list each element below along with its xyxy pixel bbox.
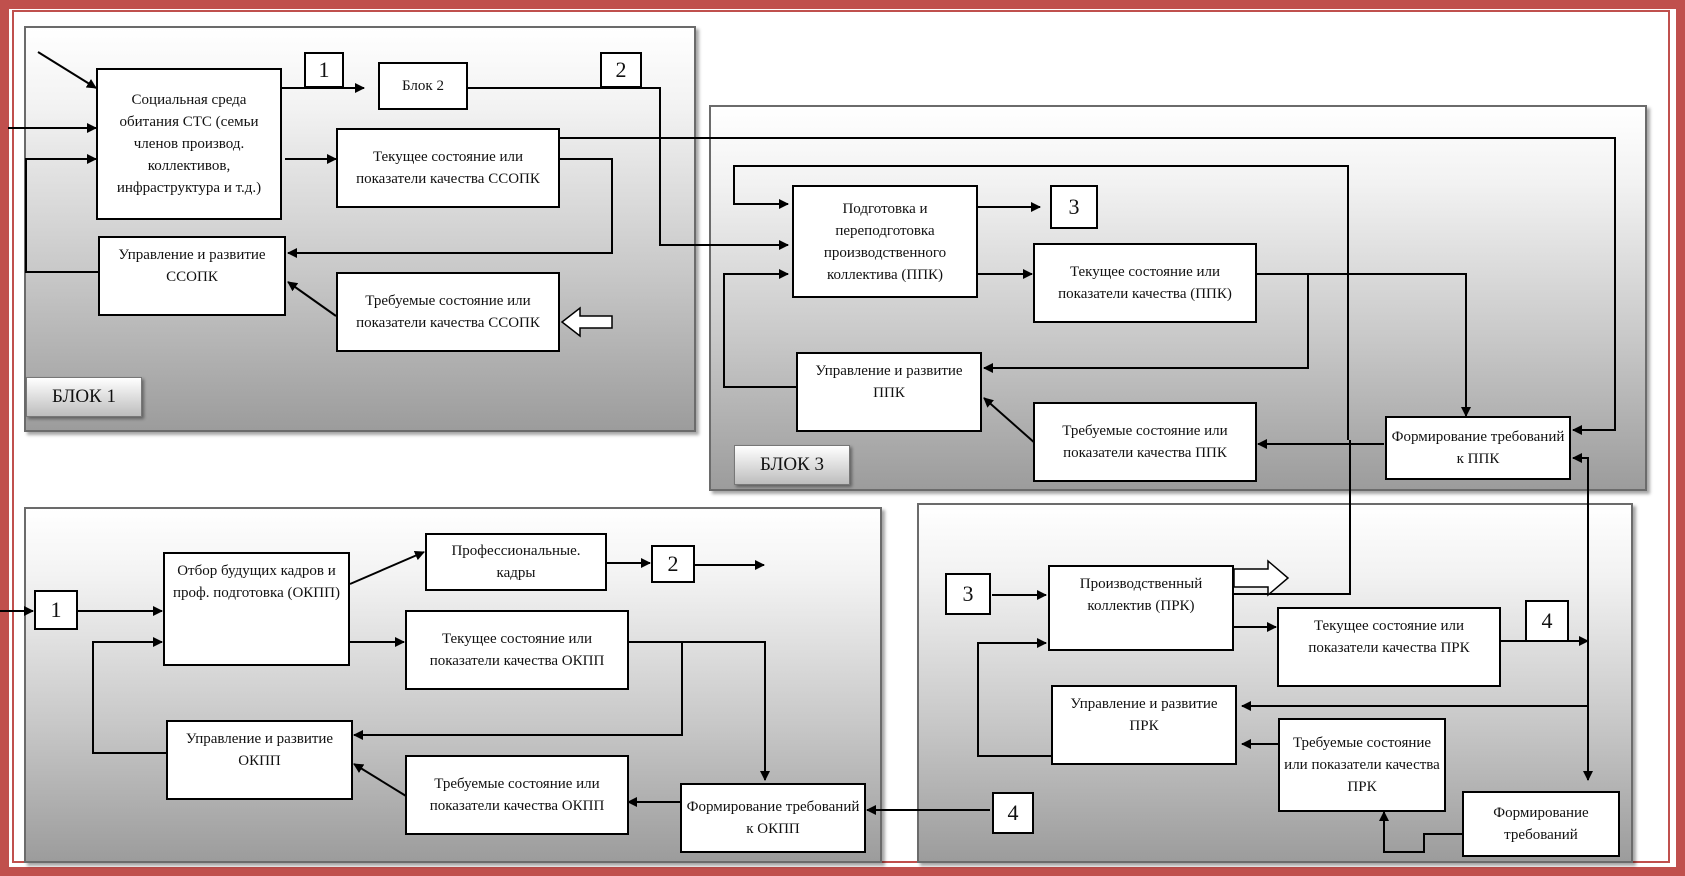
connector-3-prk: 3 bbox=[945, 573, 991, 615]
connector-4-okpp: 4 bbox=[992, 792, 1034, 834]
management-ssopk-box: Управление и развитие ССОПК bbox=[98, 236, 286, 316]
connector-1-okpp: 1 bbox=[34, 590, 78, 630]
block-1-label: БЛОК 1 bbox=[26, 377, 142, 417]
requirements-okpp-box: Формирование требований к ОКПП bbox=[680, 783, 866, 853]
current-state-ssopk-box: Текущее состояние или показатели качеств… bbox=[336, 128, 560, 208]
current-state-prk-box: Текущее состояние или показатели качеств… bbox=[1277, 607, 1501, 687]
current-state-okpp-box: Текущее состояние или показатели качеств… bbox=[405, 610, 629, 690]
connector-4-prk: 4 bbox=[1525, 600, 1569, 642]
requirements-prk-box: Формирование требований bbox=[1462, 791, 1620, 857]
professionals-box: Профессиональные. кадры bbox=[425, 533, 607, 591]
required-state-prk-box: Требуемые состояние или показатели качес… bbox=[1278, 718, 1446, 812]
management-ppk-box: Управление и развитие ППК bbox=[796, 352, 982, 432]
required-state-ssopk-box: Требуемые состояние или показатели качес… bbox=[336, 272, 560, 352]
required-state-okpp-box: Требуемые состояние или показатели качес… bbox=[405, 755, 629, 835]
connector-3-block3: 3 bbox=[1050, 185, 1098, 229]
management-prk-box: Управление и развитие ПРК bbox=[1051, 685, 1237, 765]
block2-reference-box: Блок 2 bbox=[378, 62, 468, 110]
current-state-ppk-box: Текущее состояние или показатели качеств… bbox=[1033, 243, 1257, 323]
selection-okpp-box: Отбор будущих кадров и проф. подготовка … bbox=[163, 552, 350, 666]
social-environment-box: Социальная среда обитания СТС (семьи чле… bbox=[96, 68, 282, 220]
management-okpp-box: Управление и развитие ОКПП bbox=[166, 720, 353, 800]
training-ppk-box: Подготовка и переподготовка производстве… bbox=[792, 185, 978, 298]
block-3-label: БЛОК 3 bbox=[734, 445, 850, 485]
connector-1-block1: 1 bbox=[304, 52, 344, 88]
required-state-ppk-box: Требуемые состояние или показатели качес… bbox=[1033, 402, 1257, 482]
requirements-ppk-box: Формирование требований к ППК bbox=[1385, 416, 1571, 480]
connector-2-block1: 2 bbox=[600, 52, 642, 88]
connector-2-okpp: 2 bbox=[651, 545, 695, 583]
collective-prk-box: Производственный коллектив (ПРК) bbox=[1048, 565, 1234, 651]
